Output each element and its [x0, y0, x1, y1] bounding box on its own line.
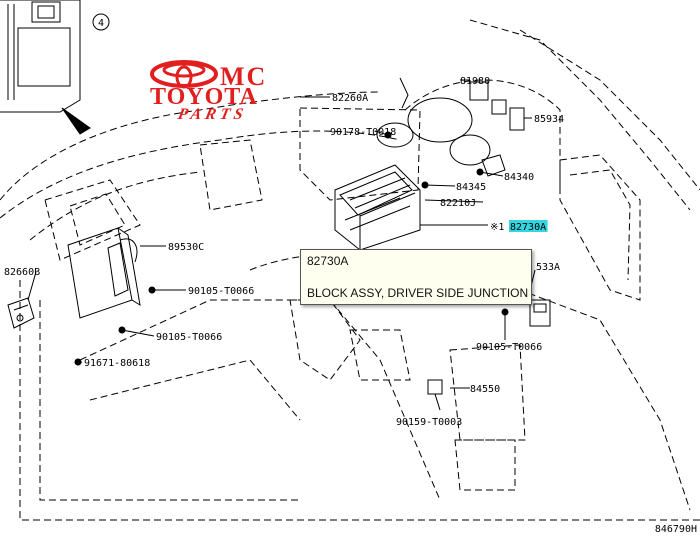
part-label-89530c[interactable]: 89530C — [168, 242, 204, 253]
relay-533A-drawing — [529, 299, 551, 327]
clip-90159-drawing — [427, 379, 443, 395]
diagram-id: 846790H — [655, 524, 697, 535]
part-number-text[interactable]: 84550 — [470, 384, 500, 395]
part-label-82210j[interactable]: 82210J — [440, 198, 476, 209]
part-number-text[interactable]: 89530C — [168, 242, 204, 253]
view-number-circle — [92, 13, 110, 31]
part-label-85934[interactable]: 85934 — [534, 114, 564, 125]
part-label-81980[interactable]: 81980 — [460, 76, 490, 87]
part-label-91671-80618[interactable]: 91671-80618 — [84, 358, 150, 369]
part-tooltip: 82730A BLOCK ASSY, DRIVER SIDE JUNCTION — [300, 249, 532, 305]
toyota-emblem-icon — [150, 60, 218, 89]
part-number-text[interactable]: 91671-80618 — [84, 358, 150, 369]
part-label-highlight — [509, 220, 548, 232]
part-label-90159-t0003[interactable]: 90159-T0003 — [396, 417, 462, 428]
part-number-text[interactable]: 90105-T0066 — [188, 286, 254, 297]
part-number-text[interactable]: 533A — [536, 262, 560, 273]
part-label-82660b[interactable]: 82660B — [4, 267, 40, 278]
part-label-84550[interactable]: 84550 — [470, 384, 500, 395]
part-label-90105-t0066[interactable]: 90105-T0066 — [476, 342, 542, 353]
connector-85934-drawing — [509, 107, 525, 131]
part-label-84340[interactable]: 84340 — [504, 172, 534, 183]
part-number-text[interactable]: 82210J — [440, 198, 476, 209]
view-number: 4 — [98, 18, 104, 29]
part-label-prefix: ※1 — [490, 222, 504, 233]
junction-block-drawing — [334, 164, 421, 251]
leader-lines — [27, 79, 536, 411]
part-number-text[interactable]: 81980 — [460, 76, 490, 87]
part-label-90105-t0066[interactable]: 90105-T0066 — [188, 286, 254, 297]
part-number-text[interactable]: 90159-T0003 — [396, 417, 462, 428]
fuse-box-inset-drawing — [0, 0, 91, 135]
part-number-text[interactable]: 82660B — [4, 267, 40, 278]
logo-mc-text: MC — [220, 62, 268, 91]
ecu-box-drawing — [67, 227, 141, 319]
logo-toyota-text: TOYOTA — [150, 84, 258, 110]
part-number-text[interactable]: 84345 — [456, 182, 486, 193]
meter-cluster-drawing — [376, 77, 507, 166]
part-label-84345[interactable]: 84345 — [456, 182, 486, 193]
part-number-text[interactable]: 82730A — [510, 222, 546, 233]
part-number-text[interactable]: 84340 — [504, 172, 534, 183]
part-number-text[interactable]: 85934 — [534, 114, 564, 125]
part-label-90178-t0018[interactable]: 90178-T0018 — [330, 127, 396, 138]
part-number-text[interactable]: 90178-T0018 — [330, 127, 396, 138]
bracket-drawing — [7, 297, 35, 329]
switch-84340-drawing — [481, 154, 506, 177]
mc-toyota-parts-logo: MC TOYOTA PARTS — [150, 58, 310, 126]
tooltip-description: BLOCK ASSY, DRIVER SIDE JUNCTION — [307, 286, 529, 300]
tooltip-part-number: 82730A — [307, 254, 349, 268]
part-number-text[interactable]: 82260A — [332, 93, 368, 104]
part-label-82260a[interactable]: 82260A — [332, 93, 368, 104]
part-number-text[interactable]: 90105-T0066 — [476, 342, 542, 353]
part-label-90105-t0066[interactable]: 90105-T0066 — [156, 332, 222, 343]
part-number-text[interactable]: 90105-T0066 — [156, 332, 222, 343]
logo-parts-text: PARTS — [176, 106, 249, 123]
part-label-82730a[interactable]: ※1 82730A — [490, 220, 548, 233]
part-label-533a[interactable]: 533A — [536, 262, 560, 273]
